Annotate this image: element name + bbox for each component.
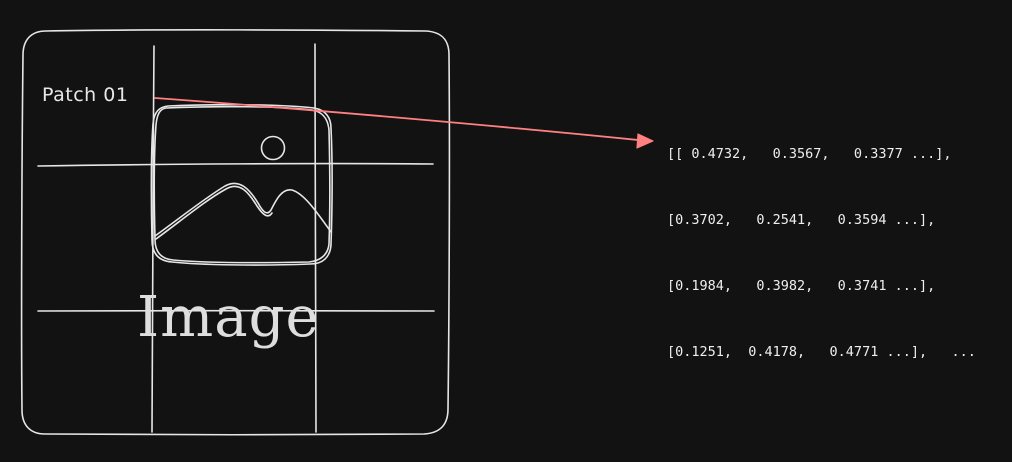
patch-embedding-arrow bbox=[154, 97, 654, 149]
arrow-shaft bbox=[154, 97, 649, 142]
grid-line-horizontal-1 bbox=[37, 162, 434, 167]
embedding-row: [0.1984, 0.3982, 0.3741 ...], bbox=[667, 278, 936, 294]
embedding-row: [0.3702, 0.2541, 0.3594 ...], bbox=[667, 212, 936, 228]
embedding-row: [0.1251, 0.4178, 0.4771 ...], ... bbox=[667, 344, 976, 360]
arrow-head bbox=[636, 133, 654, 149]
image-placeholder-icon bbox=[150, 103, 333, 266]
patch-label: Patch 01 bbox=[42, 84, 129, 106]
embedding-row: [[ 0.4732, 0.3567, 0.3377 ...], bbox=[667, 146, 952, 162]
embedding-matrix: [[ 0.4732, 0.3567, 0.3377 ...], [0.3702,… bbox=[667, 99, 976, 385]
image-label: Image bbox=[137, 285, 320, 350]
grid-line-vertical-2 bbox=[314, 43, 317, 433]
image-frame bbox=[20, 29, 451, 436]
